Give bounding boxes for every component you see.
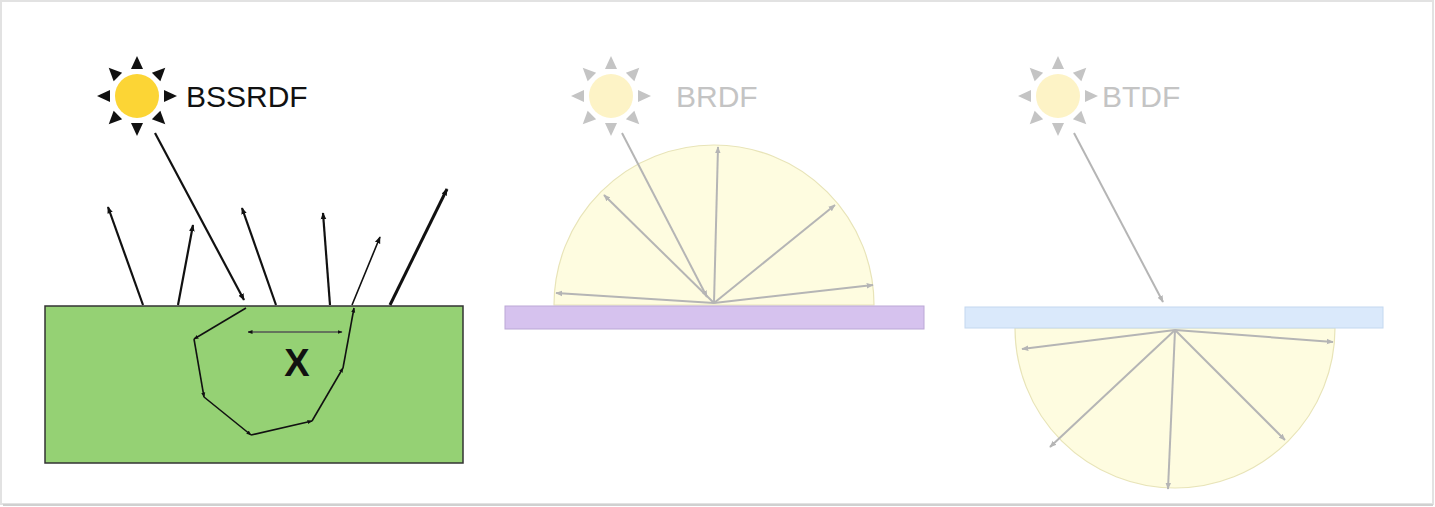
transmission-lobe (1015, 328, 1335, 488)
function-label: BTDF (1102, 82, 1180, 112)
scatter-path (194, 308, 354, 435)
frame-shadow (3, 504, 1433, 506)
distance-arrow (248, 331, 342, 333)
reflection-lobe (554, 145, 874, 305)
material-block: X (45, 306, 463, 463)
surface (505, 306, 924, 329)
material-block (45, 306, 463, 463)
function-label: BRDF (676, 82, 758, 112)
light-rays (108, 133, 447, 305)
sun-icon (97, 56, 177, 136)
light-rays (556, 133, 873, 303)
light-rays (1022, 133, 1333, 489)
sun-icon (571, 56, 651, 136)
distance-label: X (284, 344, 309, 382)
surface (965, 307, 1383, 328)
function-label: BSSRDF (186, 82, 308, 112)
sun-icon (1018, 56, 1098, 136)
